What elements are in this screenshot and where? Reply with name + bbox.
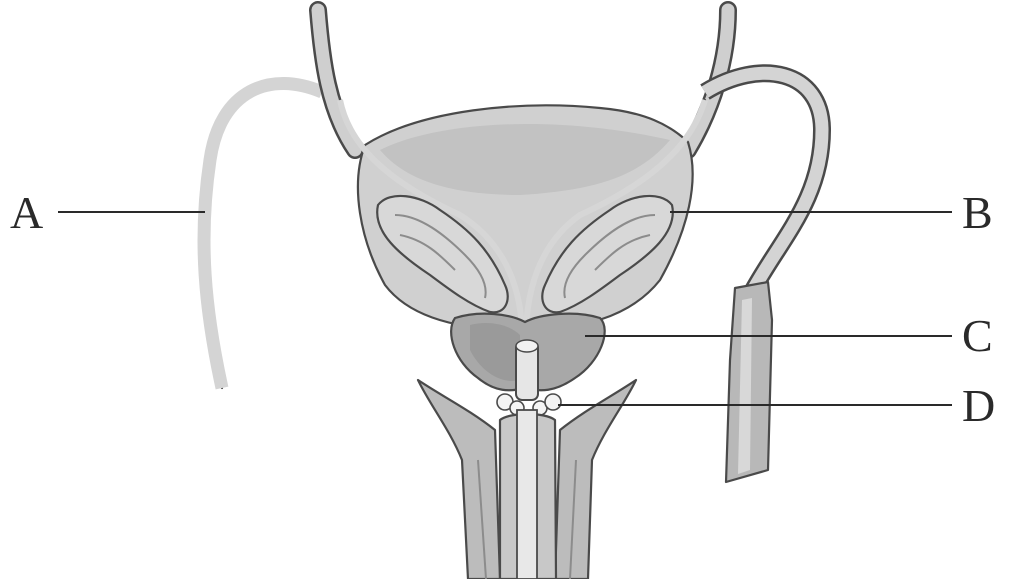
urethra-opening (516, 340, 538, 352)
left-vas-deferens (204, 83, 322, 388)
urethra-penile (517, 410, 537, 579)
right-vas-deferens (705, 73, 822, 292)
left-crus (418, 380, 500, 579)
label-c: C (962, 313, 993, 359)
label-a: A (10, 190, 43, 236)
right-crus (555, 380, 636, 579)
label-d: D (962, 383, 995, 429)
label-b: B (962, 190, 993, 236)
